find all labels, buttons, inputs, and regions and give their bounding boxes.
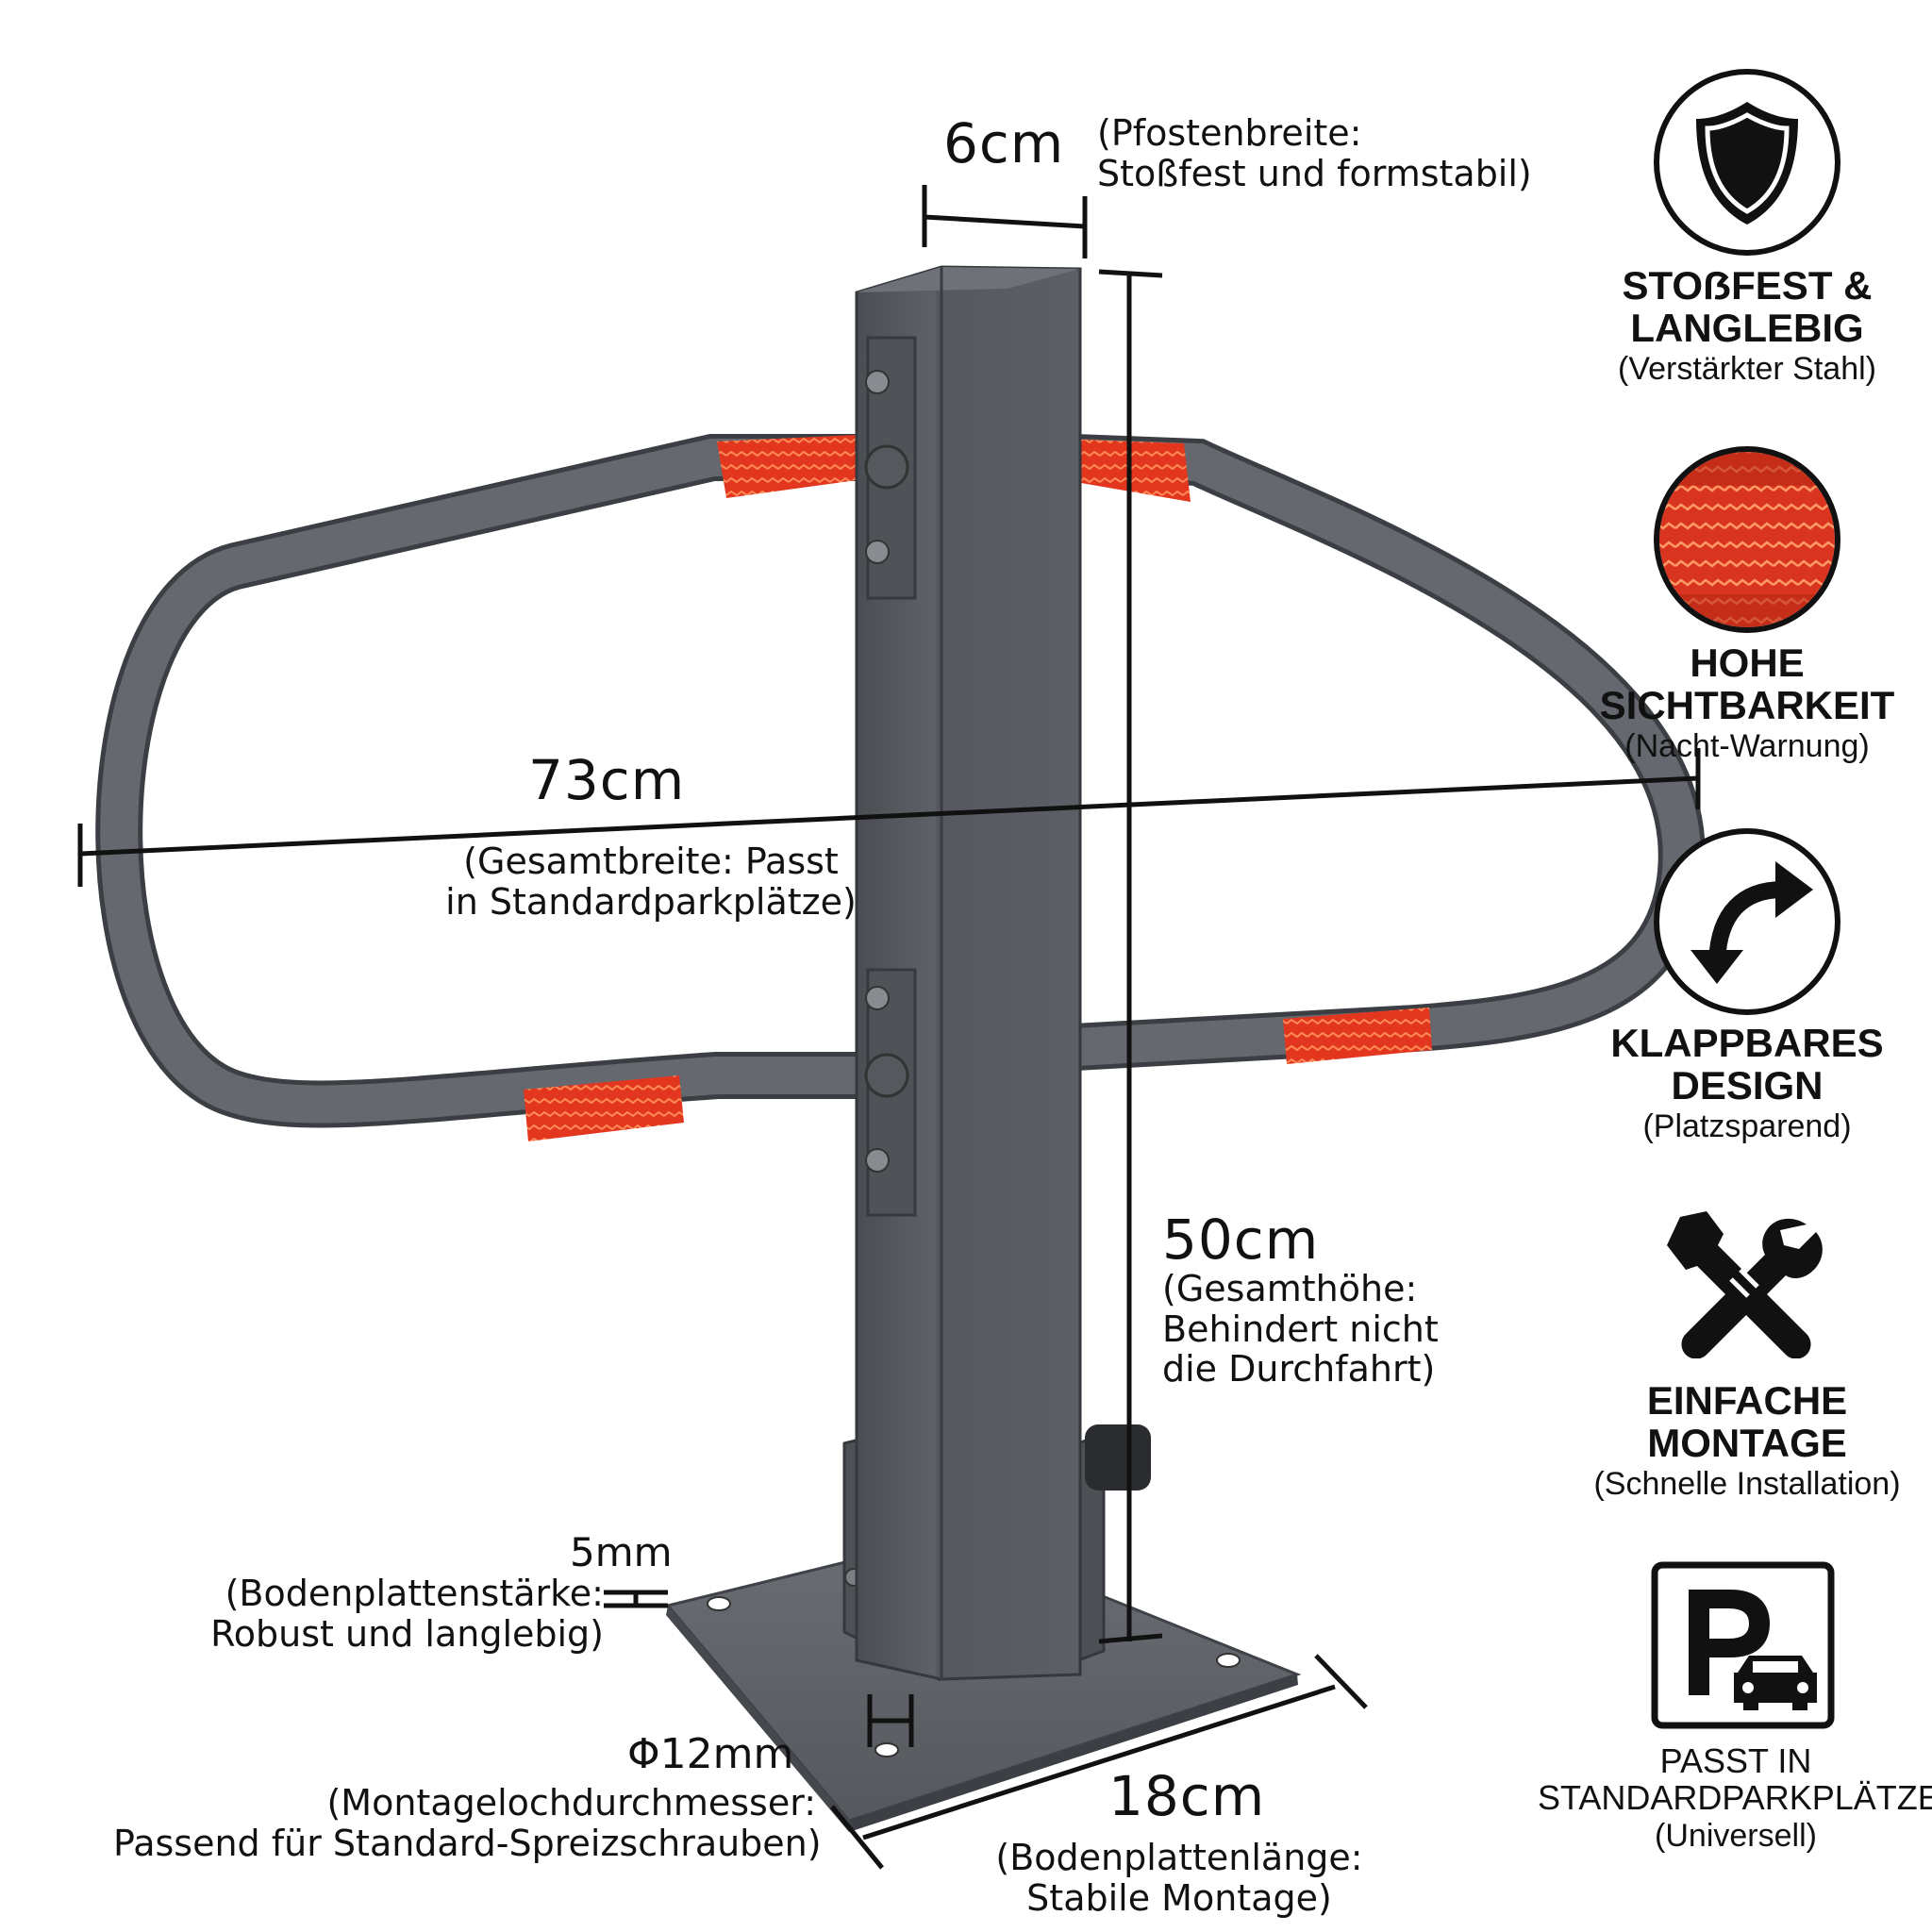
reflective-stripe [1081,440,1191,502]
feature-title: EINFACHE MONTAGE [1646,1378,1848,1466]
reflective-stripe [1283,1008,1432,1064]
reflective-tape-icon [1654,446,1840,633]
plate-thickness-value: 5mm [570,1529,673,1575]
feature-impact-resistant: STOẞFEST & LANGLEBIG (Verstärkter Stahl) [1558,264,1932,389]
feature-subtitle: (Universell) [1655,1817,1817,1854]
screw [865,1148,890,1173]
post-width-note: (Pfostenbreite: Stoßfest und formstabil) [1097,112,1532,194]
total-width-note: (Gesamtbreite: Passt in Standardparkplät… [445,841,857,923]
parking-icon [1651,1561,1835,1729]
feature-high-visibility: HOHE SICHTBARKEIT (Nacht-Warnung) [1558,641,1932,766]
feature-subtitle: (Platzsparend) [1642,1108,1852,1144]
feature-easy-installation: EINFACHE MONTAGE (Schnelle Installation) [1558,1379,1932,1504]
post [855,265,1082,1681]
total-height-value: 50cm [1162,1208,1320,1272]
feature-title: KLAPPBARES DESIGN [1610,1021,1884,1108]
feature-title: STOẞFEST & LANGLEBIG [1622,263,1873,351]
feature-fits-standard-spaces: PASST IN STANDARDPARKPLÄTZE (Universell) [1538,1741,1932,1856]
plate-length-value: 18cm [1108,1764,1266,1828]
lock-cylinder [1085,1424,1151,1491]
screw [865,540,890,564]
mounting-hole [707,1596,731,1611]
dimension-lines [77,185,1701,1870]
total-width-value: 73cm [528,748,686,812]
plate-thickness-note: (Bodenplattenstärke: Robust und langlebi… [210,1573,604,1655]
folding-arm [95,434,1706,1141]
feature-subtitle: (Nacht-Warnung) [1624,727,1870,764]
feature-foldable: KLAPPBARES DESIGN (Platzsparend) [1558,1022,1932,1146]
reflective-stripe [524,1075,684,1141]
feature-title: PASST IN STANDARDPARKPLÄTZE [1538,1741,1932,1817]
screw [865,370,890,394]
feature-subtitle: (Schnelle Installation) [1593,1465,1901,1502]
folding-arrow-icon [1654,828,1840,1015]
mounting-hole [874,1742,899,1757]
plate-length-note: (Bodenplattenlänge: Stabile Montage) [995,1837,1363,1919]
shield-icon [1654,69,1840,256]
tools-icon [1667,1211,1823,1358]
screw [865,986,890,1010]
hole-diameter-value: Φ12mm [627,1730,794,1778]
total-height-note: (Gesamthöhe: Behindert nicht die Durchfa… [1162,1268,1439,1391]
feature-subtitle: (Verstärkter Stahl) [1618,350,1876,387]
mounting-hole [1216,1653,1241,1668]
feature-title: HOHE SICHTBARKEIT [1599,641,1895,728]
reflective-stripe [717,434,877,498]
post-width-value: 6cm [943,111,1065,175]
hole-diameter-note: (Montagelochdurchmesser: Passend für Sta… [113,1782,822,1864]
